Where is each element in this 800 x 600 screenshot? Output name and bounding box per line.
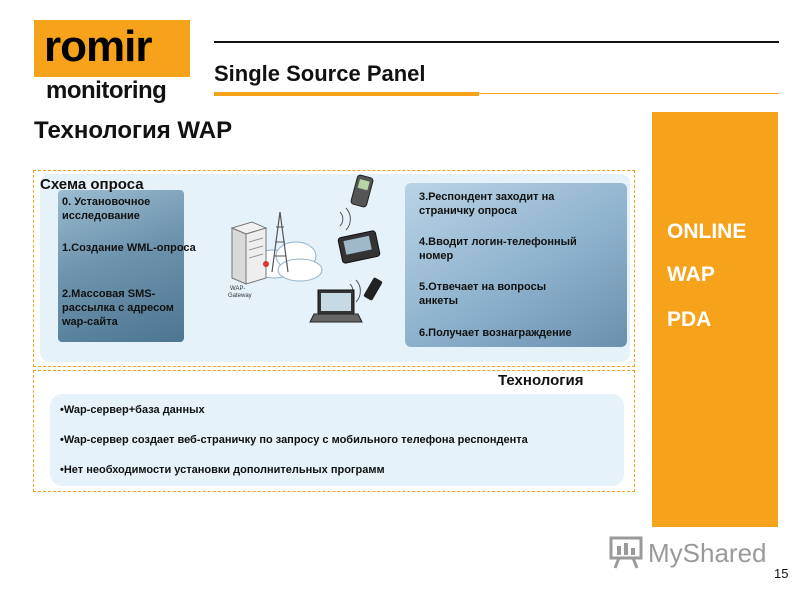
step-1-line-1: 1.Создание WML-опроса [62, 242, 196, 254]
title-underline-thin [479, 93, 779, 94]
scheme-title: Схема опроса [40, 176, 144, 193]
scheme-frame [33, 170, 635, 367]
step-4-line-2: номер [419, 250, 454, 262]
panel-title: Single Source Panel [214, 61, 426, 86]
step-4: 4.Вводит логин-телефонный номер [419, 235, 577, 263]
wap-gateway-server-icon [230, 221, 268, 285]
step-2-line-2: рассылка с адресом [62, 302, 174, 314]
step-6-line-1: 6.Получает вознаграждение [419, 327, 572, 339]
pda-icon [337, 230, 381, 264]
tech-bullet-3: •Нет необходимости установки дополнитель… [60, 464, 385, 476]
step-2-line-3: wap-сайта [62, 316, 118, 328]
step-2: 2.Массовая SMS- рассылка с адресом wap-с… [62, 287, 174, 329]
side-item-online: ONLINE [667, 220, 747, 243]
small-phone-icon [363, 277, 383, 301]
technology-box [50, 394, 624, 486]
step-0-line-2: исследование [62, 210, 140, 222]
network-illustration: WAP- Gateway [228, 174, 383, 323]
tech-bullet-1: •Wap-сервер+база данных [60, 404, 205, 416]
step-2-line-1: 2.Массовая SMS- [62, 288, 156, 300]
gateway-label-line-2: Gateway [228, 293, 252, 299]
title-underline [214, 92, 479, 96]
slide-title: Технология WAP [34, 117, 233, 144]
businessman-photo [405, 183, 627, 347]
logo-romir-text: romir [44, 22, 152, 71]
step-0-line-1: 0. Установочное [62, 196, 151, 208]
phone-photo [58, 190, 184, 342]
gateway-label-line-1: WAP- [230, 286, 245, 292]
myshared-watermark: MyShared [608, 534, 768, 574]
romir-monitoring-logo: romir monitoring [34, 20, 190, 106]
presentation-board-icon [609, 536, 643, 569]
side-item-wap: WAP [667, 263, 715, 286]
mobile-phone-icon [350, 174, 374, 208]
step-6: 6.Получает вознаграждение [419, 326, 572, 340]
step-5: 5.Отвечает на вопросы анкеты [419, 280, 546, 308]
laptop-icon [309, 289, 363, 323]
antenna-tower-icon [263, 211, 289, 273]
side-panel: ONLINE WAP PDA [652, 112, 778, 527]
page-number: 15 [774, 566, 789, 581]
header-divider [214, 41, 779, 43]
technology-title: Технология [498, 372, 584, 389]
step-0: 0. Установочное исследование [62, 195, 150, 223]
step-5-line-2: анкеты [419, 295, 459, 307]
step-5-line-1: 5.Отвечает на вопросы [419, 281, 547, 293]
side-item-pda: PDA [667, 308, 712, 331]
tech-bullet-2: •Wap-сервер создает веб-страничку по зап… [60, 434, 528, 446]
step-4-line-1: 4.Вводит логин-телефонный [419, 236, 577, 248]
step-3-line-2: страничку опроса [419, 205, 517, 217]
logo-monitoring-text: monitoring [46, 77, 167, 104]
logo-orange-block [34, 20, 190, 77]
step-3-line-1: 3.Респондент заходит на [419, 191, 555, 203]
step-1: 1.Создание WML-опроса [62, 241, 196, 255]
step-3: 3.Респондент заходит на страничку опроса [419, 190, 554, 218]
watermark-text: MyShared [648, 538, 767, 568]
technology-frame [33, 370, 635, 492]
